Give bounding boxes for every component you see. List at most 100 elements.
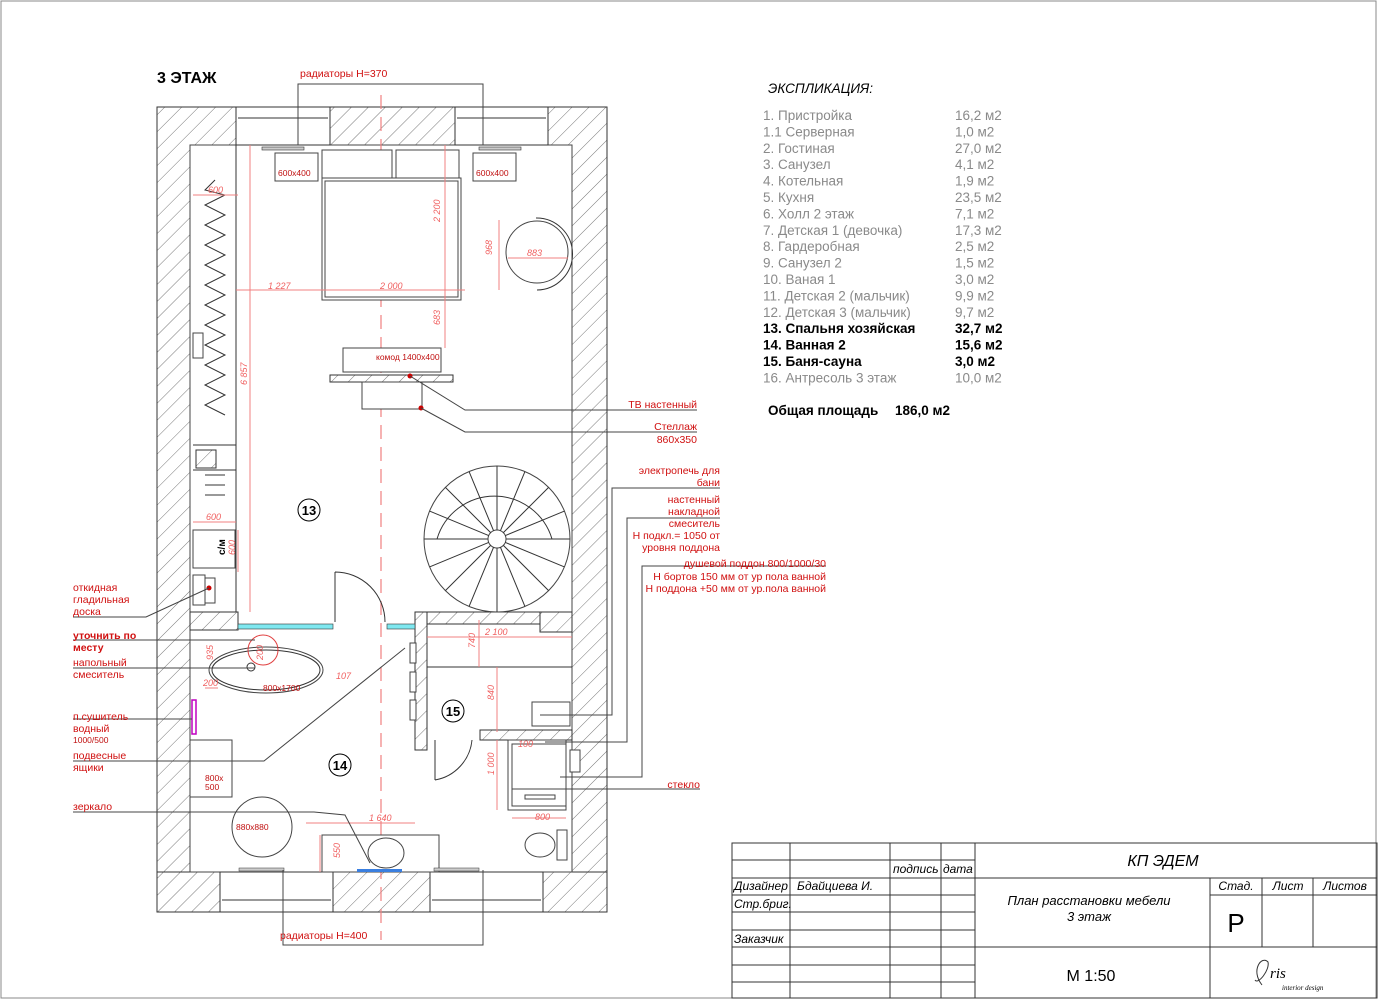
toilet	[524, 829, 568, 861]
dimension-label: 600	[227, 540, 237, 555]
explication-item-area: 1,9 м2	[955, 174, 994, 189]
hanging-drawers-label: подвесные ящики	[73, 750, 126, 774]
rug-label: 880х880	[236, 822, 269, 832]
dimension-label: 683	[432, 310, 442, 325]
glass-partition	[237, 623, 334, 630]
title-block	[731, 842, 1378, 999]
ironing-board-label: откидная гладильная доска	[73, 582, 129, 618]
explication-item-area: 27,0 м2	[955, 141, 1002, 156]
explication-item-area: 23,5 м2	[955, 190, 1002, 205]
sheets-label: Листов	[1322, 879, 1367, 893]
round-armchair	[505, 220, 569, 284]
svg-text:подвесные: подвесные	[73, 750, 126, 762]
svg-text:п.сушитель: п.сушитель	[73, 711, 129, 723]
clarify-circle	[247, 634, 279, 666]
svg-text:ris: ris	[1270, 966, 1286, 982]
scale: М 1:50	[1067, 968, 1116, 985]
door-bedroom	[334, 571, 386, 623]
dimension-label: 107	[336, 671, 352, 681]
svg-text:месту: месту	[73, 642, 104, 654]
nightstand-left	[274, 152, 319, 182]
svg-text:Н поддона +50 мм от ур.пола ва: Н поддона +50 мм от ур.пола ванной	[645, 583, 826, 595]
chest-of-drawers	[342, 347, 442, 373]
svg-text:настенный: настенный	[668, 494, 721, 506]
svg-text:водный: водный	[73, 723, 110, 735]
radiators-bottom-label: радиаторы Н=400	[280, 930, 368, 942]
wall-mixer-label: настенный накладной смеситель Н подкл.= …	[633, 494, 721, 554]
dimension-label: 935	[205, 644, 215, 660]
dimension-label: 883	[527, 248, 542, 258]
explication-item-area: 1,0 м2	[955, 124, 994, 139]
tv-label: ТВ настенный	[628, 399, 697, 411]
rack	[361, 381, 423, 410]
stove-label: электропечь для	[639, 465, 720, 477]
cabinet-label-1: 800х	[205, 773, 224, 783]
sheet-label: Лист	[1272, 879, 1304, 893]
stair-tread	[499, 547, 526, 607]
explication-item-area: 16,2 м2	[955, 108, 1002, 123]
dimension-label: 1 227	[268, 281, 292, 291]
dimension-label: 840	[486, 685, 496, 700]
explication-item-name: 13. Спальня хозяйская	[763, 321, 915, 336]
svg-text:душевой поддон 800/1000/30: душевой поддон 800/1000/30	[684, 558, 826, 570]
svg-text:1000/500: 1000/500	[73, 735, 109, 745]
svg-text:смеситель: смеситель	[73, 669, 125, 681]
explication-item-name: 14. Ванная 2	[763, 338, 846, 353]
svg-text:Н подкл.= 1050 от: Н подкл.= 1050 от	[633, 530, 721, 542]
nightstand-label: 600х400	[476, 168, 509, 178]
explication-item-area: 3,0 м2	[955, 354, 995, 369]
drawing-subtitle: 3 этаж	[1067, 909, 1112, 924]
brigade-label: Стр.бриг.	[734, 897, 792, 911]
project-name: КП ЭДЕМ	[1127, 853, 1199, 870]
shower-tray-label: душевой поддон 800/1000/30 Н бортов 150 …	[645, 558, 826, 595]
date-column: дата	[943, 862, 973, 876]
dimension-label: 1 640	[369, 813, 392, 823]
washer-label: с/м	[217, 539, 228, 555]
dimension-label: 2 200	[432, 199, 442, 223]
stair-tread	[445, 487, 491, 533]
explication-item-area: 10,0 м2	[955, 370, 1002, 385]
hanging-drawers	[189, 739, 233, 798]
explication-item-name: 8. Гардеробная	[763, 239, 860, 254]
explication-item-name: 16. Антресоль 3 этаж	[763, 370, 896, 385]
dimension-label: 200	[255, 645, 265, 661]
room-number-14: 14	[328, 753, 352, 777]
dimension-label: 6 857	[239, 361, 249, 385]
radiator	[478, 146, 522, 151]
glass-partition	[386, 623, 416, 630]
bathtub	[208, 646, 324, 694]
dimension-label: 600	[206, 512, 221, 522]
total-area-value: 186,0 м2	[895, 403, 950, 418]
dimension-label: 200	[202, 678, 218, 688]
svg-text:доска: доска	[73, 606, 101, 618]
drawing-title: План расстановки мебели	[1007, 893, 1170, 908]
dimension-label: 1 000	[486, 752, 496, 775]
dimension-label: 550	[332, 843, 342, 858]
stair-tread	[505, 541, 565, 568]
dimension-label: 740	[467, 633, 477, 648]
explication-item-name: 2. Гостиная	[763, 141, 835, 156]
signature-column: подпись	[893, 862, 939, 876]
explication-item-area: 1,5 м2	[955, 256, 994, 271]
glass-label: стекло	[667, 779, 700, 791]
rack-size-label: 860х350	[657, 434, 697, 446]
explication-item-area: 7,1 м2	[955, 206, 994, 221]
iris-logo: ris interior design	[1254, 959, 1324, 992]
floor-title: 3 ЭТАЖ	[157, 70, 217, 87]
stage-label: Стад.	[1218, 879, 1253, 893]
svg-text:ящики: ящики	[73, 762, 104, 774]
svg-text:уровня поддона: уровня поддона	[642, 542, 720, 554]
leader-lines	[73, 83, 826, 946]
clarify-label: уточнить по месту	[73, 630, 136, 654]
radiator	[433, 867, 480, 872]
shower-tray	[507, 739, 581, 811]
explication-title: ЭКСПЛИКАЦИЯ:	[768, 81, 873, 96]
svg-text:напольный: напольный	[73, 657, 127, 669]
stair-tread	[429, 541, 489, 568]
explication-item-name: 3. Санузел	[763, 157, 831, 172]
radiator	[238, 867, 285, 872]
svg-text:interior design: interior design	[1282, 984, 1324, 992]
stove-label-2: бани	[697, 477, 720, 489]
spiral-staircase	[423, 465, 571, 613]
